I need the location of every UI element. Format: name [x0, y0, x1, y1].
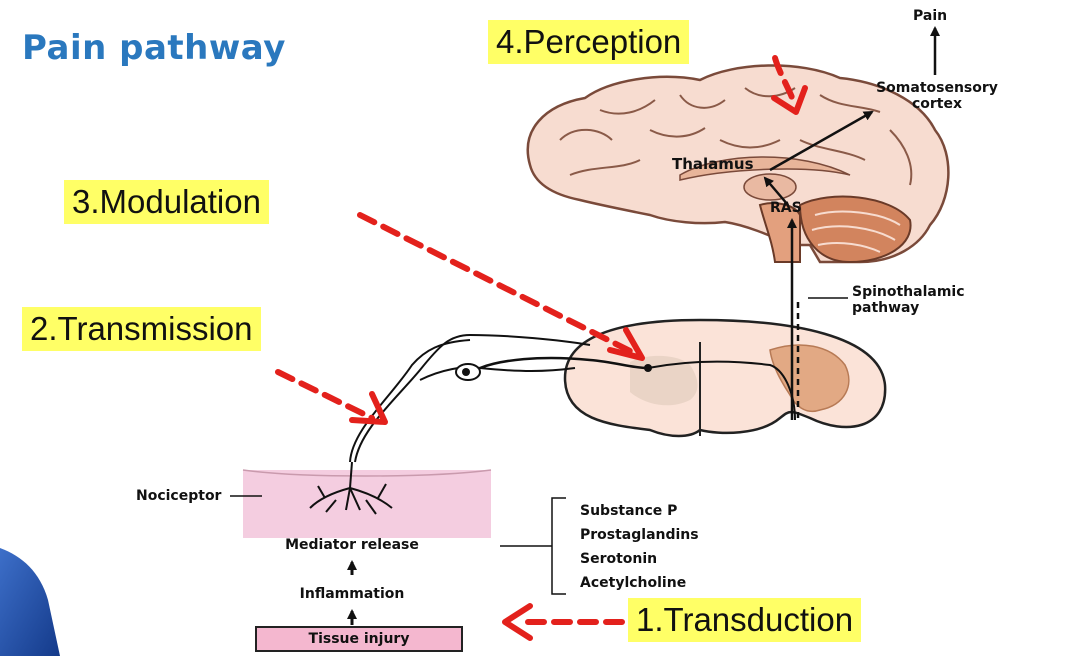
skin-tissue [243, 470, 491, 538]
mediator-bracket [500, 498, 566, 594]
transmission-arrow [278, 372, 372, 418]
tissue-injury-box: Tissue injury [255, 626, 463, 652]
transduction-label: 1.Transduction [628, 598, 861, 642]
perception-label: 4.Perception [488, 20, 689, 64]
mediator-item: Prostaglandins [580, 527, 699, 543]
modulation-label: 3.Modulation [64, 180, 269, 224]
modulation-arrow [360, 215, 632, 352]
transmission-label: 2.Transmission [22, 307, 261, 351]
page-title: Pain pathway [22, 28, 286, 68]
thalamus-label: Thalamus [672, 155, 754, 173]
ras-label: RAS [770, 200, 802, 216]
decorative-corner-shape [0, 548, 60, 656]
mediator-item: Serotonin [580, 551, 657, 567]
nociceptor-label: Nociceptor [136, 488, 221, 504]
pain-label: Pain [913, 8, 947, 24]
mediator-item: Substance P [580, 503, 677, 519]
inflammation-label: Inflammation [242, 586, 462, 602]
spinothalamic-label: Spinothalamic pathway [852, 284, 965, 316]
somatosensory-label: Somatosensory cortex [842, 80, 1032, 112]
mediator-item: Acetylcholine [580, 575, 686, 591]
spinal-cord-section [565, 320, 885, 436]
synapse-point [644, 364, 652, 372]
mediator-release-label: Mediator release [242, 537, 462, 553]
